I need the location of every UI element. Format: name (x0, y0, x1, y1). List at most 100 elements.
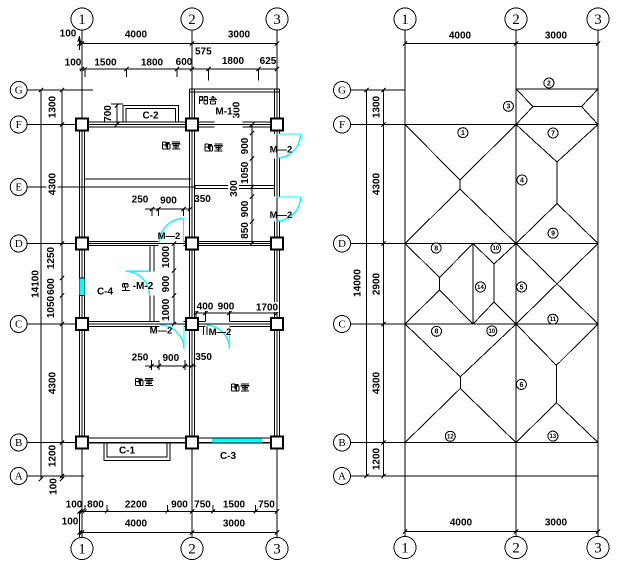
svg-text:B: B (15, 437, 22, 449)
svg-text:M—2: M—2 (150, 326, 173, 337)
svg-text:C-4: C-4 (97, 286, 114, 297)
svg-text:4000: 4000 (125, 518, 148, 529)
svg-text:3: 3 (273, 12, 281, 28)
svg-text:1: 1 (401, 12, 409, 28)
svg-text:14100: 14100 (30, 270, 41, 298)
svg-text:2200: 2200 (125, 499, 148, 510)
svg-text:8: 8 (434, 245, 438, 252)
svg-text:14000: 14000 (352, 269, 363, 297)
svg-text:100: 100 (62, 516, 79, 527)
svg-text:5: 5 (520, 284, 524, 291)
svg-text:300: 300 (231, 101, 242, 118)
svg-text:3: 3 (506, 104, 510, 111)
svg-text:1000: 1000 (161, 298, 172, 321)
svg-text:3: 3 (594, 12, 602, 28)
svg-text:C-2: C-2 (142, 110, 159, 121)
svg-text:2: 2 (188, 542, 196, 558)
svg-text:850: 850 (240, 222, 251, 239)
svg-text:E: E (15, 182, 22, 194)
svg-text:6: 6 (519, 382, 523, 389)
svg-text:G: G (15, 85, 23, 97)
svg-text:3000: 3000 (545, 30, 568, 41)
svg-text:750: 750 (194, 499, 211, 510)
svg-text:C: C (338, 319, 345, 331)
svg-text:1500: 1500 (94, 57, 117, 68)
svg-text:-M-2: -M-2 (133, 281, 154, 292)
svg-text:3000: 3000 (223, 518, 246, 529)
svg-text:100: 100 (48, 478, 59, 495)
svg-text:900: 900 (240, 200, 251, 217)
svg-text:3: 3 (273, 542, 281, 558)
svg-text:C-3: C-3 (220, 451, 237, 462)
svg-text:1000: 1000 (161, 245, 172, 268)
svg-text:625: 625 (260, 56, 277, 67)
svg-text:100: 100 (66, 499, 83, 510)
svg-text:C-1: C-1 (119, 445, 136, 456)
svg-text:900: 900 (162, 353, 179, 364)
svg-text:2: 2 (188, 12, 196, 28)
svg-text:1700: 1700 (256, 302, 279, 313)
svg-text:900: 900 (240, 137, 251, 154)
svg-text:4300: 4300 (371, 371, 382, 394)
svg-text:F: F (16, 119, 22, 131)
svg-text:900: 900 (171, 499, 188, 510)
svg-text:4300: 4300 (47, 172, 58, 195)
svg-text:B: B (338, 437, 345, 449)
svg-text:14: 14 (477, 285, 484, 291)
svg-text:600: 600 (46, 278, 57, 295)
svg-text:2900: 2900 (371, 272, 382, 295)
svg-text:4000: 4000 (450, 517, 473, 528)
svg-text:9: 9 (551, 231, 555, 238)
svg-text:2: 2 (512, 541, 520, 557)
svg-text:1300: 1300 (371, 95, 382, 118)
svg-text:3000: 3000 (228, 29, 251, 40)
svg-text:4000: 4000 (449, 30, 472, 41)
svg-text:A: A (15, 471, 23, 483)
svg-text:4300: 4300 (371, 172, 382, 195)
svg-text:350: 350 (194, 194, 211, 205)
svg-text:3000: 3000 (545, 517, 568, 528)
svg-text:1050: 1050 (240, 161, 251, 184)
svg-text:M—2: M—2 (270, 210, 293, 221)
svg-text:10: 10 (492, 246, 499, 252)
svg-text:750: 750 (258, 499, 275, 510)
svg-text:7: 7 (551, 130, 555, 137)
svg-text:1800: 1800 (222, 56, 245, 67)
svg-text:350: 350 (195, 352, 212, 363)
svg-text:250: 250 (132, 352, 149, 363)
svg-text:4: 4 (520, 177, 524, 184)
svg-text:8: 8 (435, 329, 439, 336)
svg-text:900: 900 (218, 301, 235, 312)
svg-text:250: 250 (132, 194, 149, 205)
svg-text:4300: 4300 (47, 371, 58, 394)
svg-text:F: F (339, 119, 345, 131)
svg-text:4000: 4000 (125, 29, 148, 40)
svg-text:10: 10 (488, 329, 495, 335)
svg-text:A: A (338, 471, 346, 483)
svg-text:1200: 1200 (47, 444, 58, 467)
svg-text:2: 2 (547, 80, 551, 87)
svg-text:2: 2 (512, 12, 520, 28)
svg-text:1: 1 (78, 542, 86, 558)
svg-text:M—2: M—2 (209, 327, 232, 338)
svg-text:M-1: M-1 (215, 106, 233, 117)
svg-text:C: C (15, 319, 22, 331)
svg-text:1: 1 (461, 130, 465, 137)
svg-text:D: D (15, 238, 23, 250)
svg-text:700: 700 (103, 105, 114, 122)
svg-text:600: 600 (176, 57, 193, 68)
svg-text:300: 300 (229, 180, 240, 197)
svg-text:1800: 1800 (141, 57, 164, 68)
svg-text:1200: 1200 (371, 447, 382, 470)
svg-text:1: 1 (401, 541, 409, 557)
svg-text:800: 800 (87, 499, 104, 510)
svg-text:575: 575 (195, 46, 212, 57)
svg-text:1050: 1050 (46, 295, 57, 318)
svg-text:1: 1 (78, 12, 86, 28)
svg-text:3: 3 (594, 541, 602, 557)
svg-text:1500: 1500 (223, 499, 246, 510)
svg-text:1250: 1250 (46, 246, 57, 269)
svg-text:M—2: M—2 (270, 145, 293, 156)
svg-text:M—2: M—2 (158, 231, 181, 242)
svg-text:400: 400 (197, 301, 214, 312)
